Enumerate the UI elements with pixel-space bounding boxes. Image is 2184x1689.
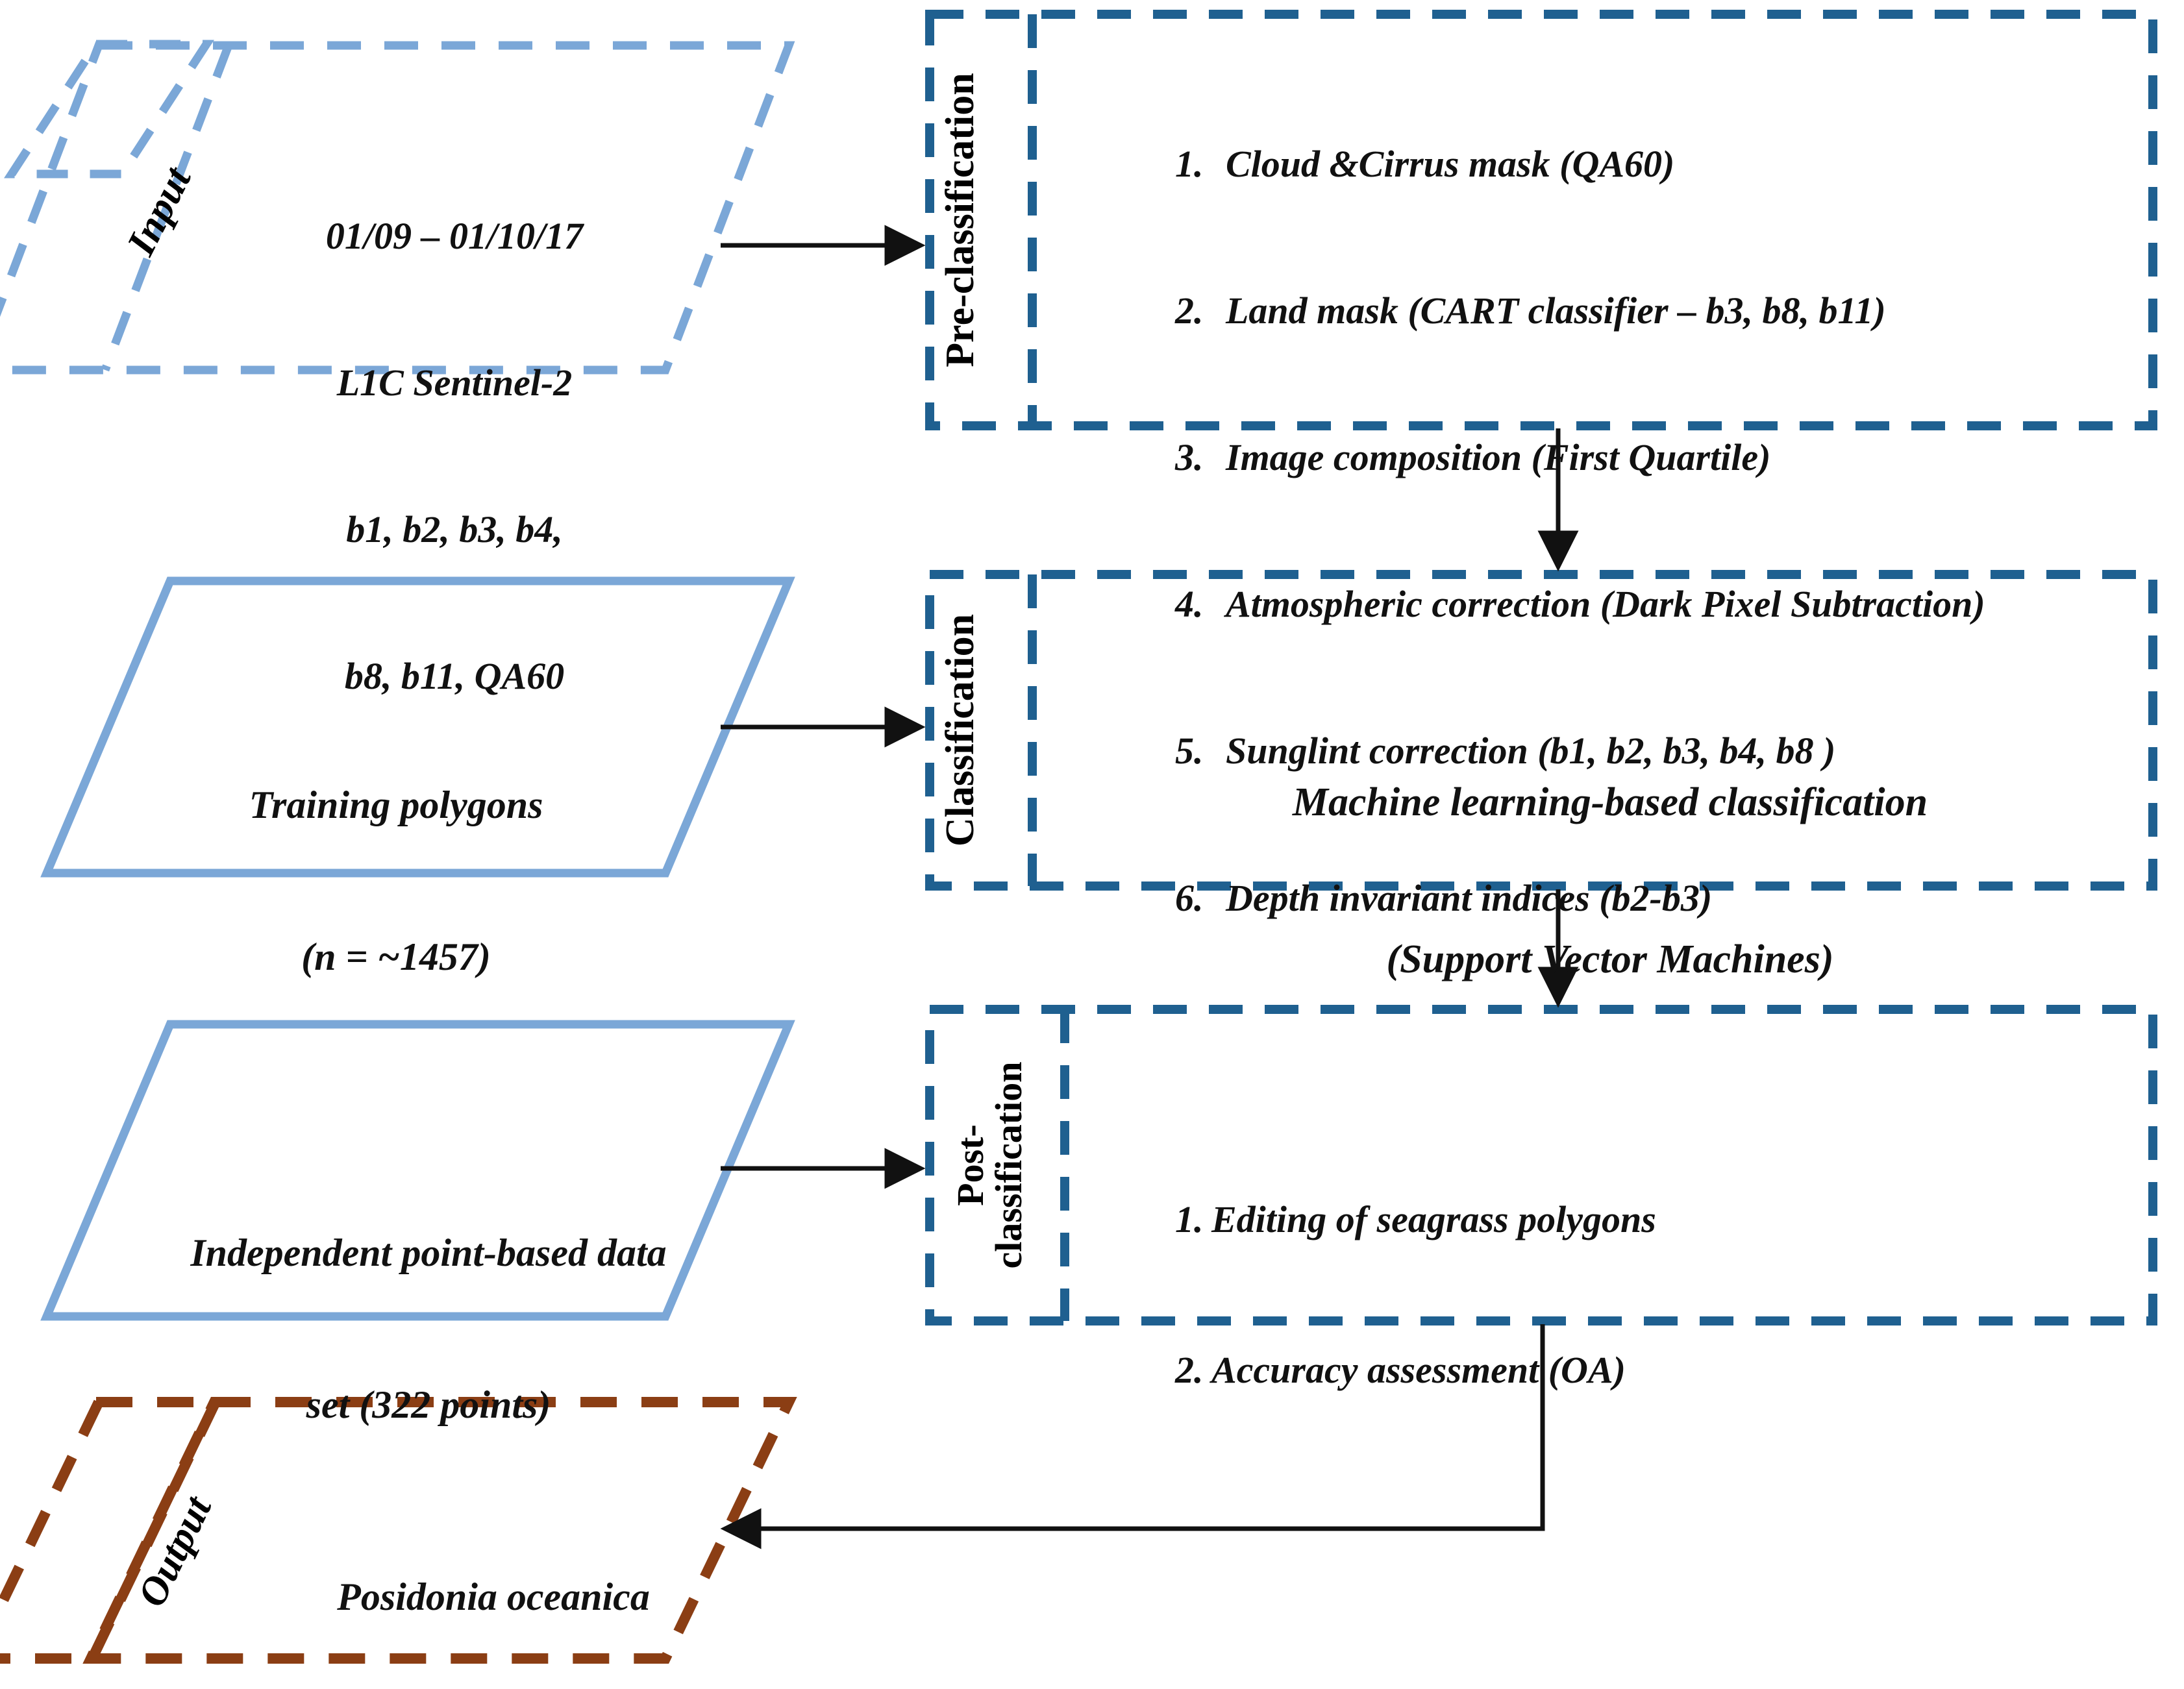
preclassification-item: 2. Land mask (CART classifier – b3, b8, … — [1175, 286, 2129, 335]
input-line-2: b1, b2, b3, b4, — [346, 508, 563, 551]
classification-outer-box — [925, 570, 2157, 891]
classification-text: Machine learning-based classification (S… — [1104, 672, 2116, 1091]
preclassification-item: 4. Atmospheric correction (Dark Pixel Su… — [1175, 580, 2129, 628]
validation-line-0: Independent point-based data — [190, 1231, 667, 1274]
preclassification-item: 1. Cloud &Cirrus mask (QA60) — [1175, 140, 2129, 188]
output-node-text: Posidonia oceanica seagrass maps — [260, 1470, 727, 1689]
connector-postclassification-to-output — [720, 1324, 1545, 1549]
training-node-text: Training polygons (n = ~1457) — [169, 678, 623, 1083]
preclassification-item: 5. Sunglint correction (b1, b2, b3, b4, … — [1175, 726, 2129, 775]
validation-line-1: set (322 points) — [306, 1383, 551, 1426]
item-number: 1. — [1175, 1198, 1204, 1240]
classification-line-0: Machine learning-based classification — [1292, 780, 1928, 825]
input-tab-divider — [101, 43, 233, 372]
output-line-0: Posidonia oceanica — [337, 1575, 650, 1618]
output-tab-left-edge — [0, 1399, 104, 1620]
item-label: Sunglint correction (b1, b2, b3, b4, b8 … — [1226, 730, 1836, 772]
input-line-3: b8, b11, QA60 — [344, 655, 565, 698]
preclassification-item: 3. Image composition (First Quartile) — [1175, 433, 2129, 482]
item-label: Atmospheric correction (Dark Pixel Subtr… — [1226, 583, 1985, 626]
input-node-text: 01/09 – 01/10/17 L1C Sentinel-2 b1, b2, … — [286, 114, 623, 798]
validation-node-text: Independent point-based data set (322 po… — [149, 1126, 708, 1531]
item-number: 1. — [1175, 142, 1204, 185]
item-number: 6. — [1175, 876, 1204, 919]
input-outer-parallelogram — [0, 41, 795, 375]
item-label: Cloud &Cirrus mask (QA60) — [1226, 142, 1675, 185]
input-line-1: L1C Sentinel-2 — [336, 361, 573, 404]
postclassification-item: 2. Accuracy assessment (OA) — [1175, 1346, 2097, 1394]
item-label: Image composition (First Quartile) — [1226, 436, 1771, 479]
postclassification-item: 1. Editing of seagrass polygons — [1175, 1195, 2097, 1244]
training-line-0: Training polygons — [249, 783, 543, 826]
item-number: 4. — [1175, 583, 1204, 626]
input-line-0: 01/09 – 01/10/17 — [325, 214, 584, 257]
classification-line-1: (Support Vector Machines) — [1386, 937, 1834, 981]
item-label: Accuracy assessment (OA) — [1211, 1348, 1626, 1391]
item-number: 2. — [1175, 289, 1204, 332]
postclassification-outer-box — [925, 1005, 2157, 1325]
postclassification-items: 1. Editing of seagrass polygons 2. Accur… — [1175, 1097, 2097, 1496]
validation-parallelogram — [40, 1020, 795, 1321]
preclassification-items: 1. Cloud &Cirrus mask (QA60) 2. Land mas… — [1175, 42, 2129, 1020]
item-label: Land mask (CART classifier – b3, b8, b11… — [1226, 289, 1886, 332]
postclassification-label: Post- classification — [949, 1061, 1030, 1269]
training-line-1: (n = ~1457) — [301, 935, 491, 978]
item-number: 2. — [1175, 1348, 1204, 1391]
output-tab-divider — [87, 1399, 221, 1661]
item-label: Depth invariant indices (b2-b3) — [1226, 876, 1713, 919]
preclassification-label: Pre-classification — [938, 73, 982, 367]
item-label: Editing of seagrass polygons — [1211, 1198, 1656, 1240]
preclassification-item: 6. Depth invariant indices (b2-b3) — [1175, 874, 2129, 922]
classification-label: Classification — [938, 613, 982, 847]
training-parallelogram — [40, 576, 795, 878]
preclassification-outer-box — [925, 10, 2157, 430]
item-number: 5. — [1175, 730, 1204, 772]
item-number: 3. — [1175, 436, 1204, 479]
